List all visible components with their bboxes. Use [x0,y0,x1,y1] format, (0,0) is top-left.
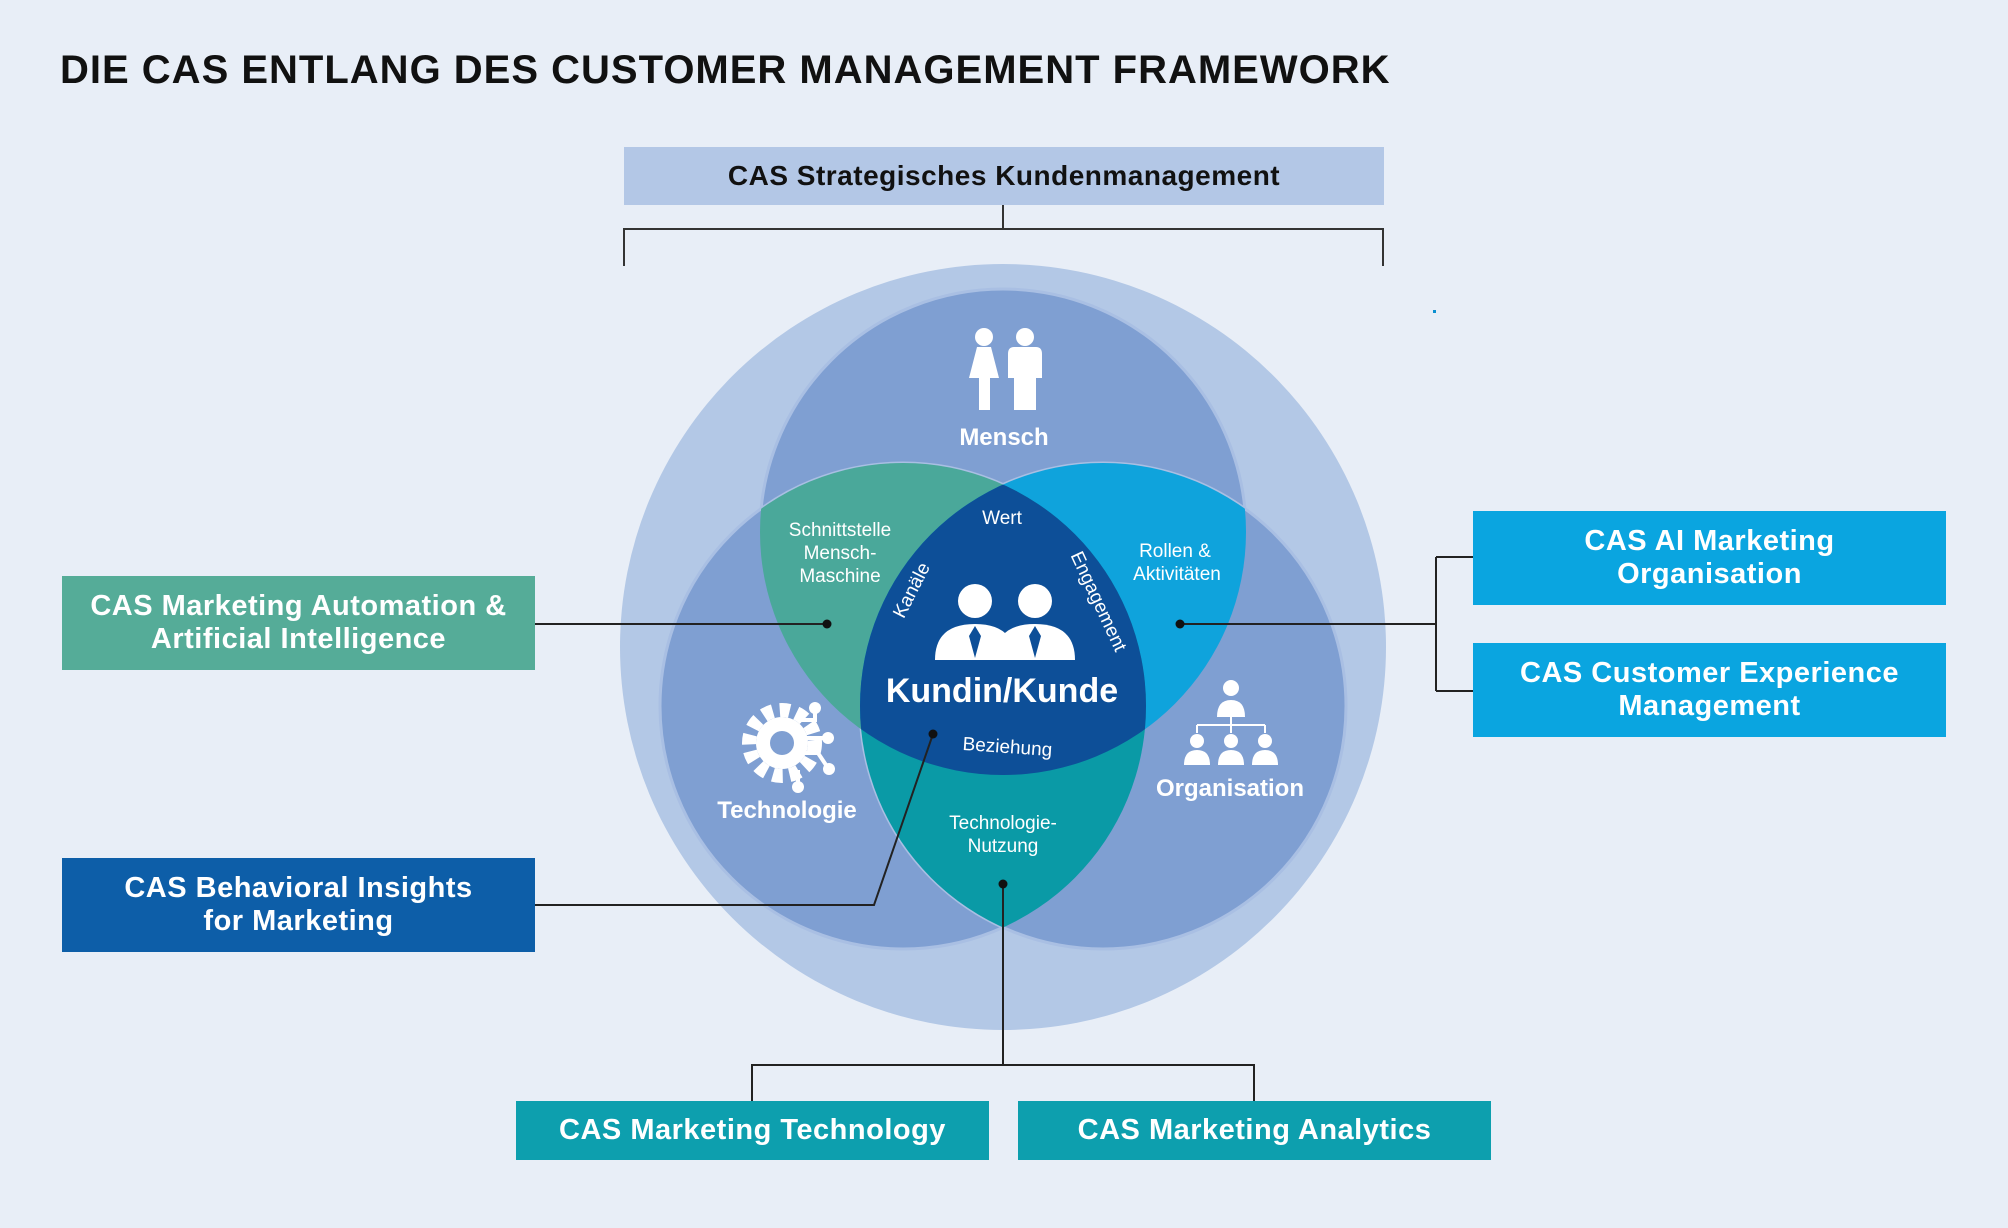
strategic-bracket [623,205,1384,266]
connector-dots [822,619,1185,889]
gear-circuit-icon [742,702,835,793]
label-mensch: Mensch [959,424,1048,451]
marketing-automation-box[interactable]: CAS Marketing Automation & Artificial In… [62,576,535,670]
behavioral-insights-box[interactable]: CAS Behavioral Insights for Marketing [62,858,535,952]
svg-text:Rollen &: Rollen & [1139,541,1211,562]
svg-text:Nutzung: Nutzung [968,836,1039,857]
label-organisation: Organisation [1156,775,1304,802]
svg-text:Maschine: Maschine [799,566,880,587]
marketing-analytics-box[interactable]: CAS Marketing Analytics [1018,1101,1491,1160]
connector-lines [535,556,1473,1101]
customer-experience-box[interactable]: CAS Customer Experience Management [1473,643,1946,737]
org-chart-icon [1184,680,1278,765]
label-schnittstelle: Schnittstelle Mensch- Maschine [789,520,891,587]
label-technologie: Technologie [717,797,857,824]
page-title: DIE CAS ENTLANG DES CUSTOMER MANAGEMENT … [60,48,1391,92]
svg-text:Technologie-: Technologie- [949,813,1057,834]
svg-text:Schnittstelle: Schnittstelle [789,520,891,541]
label-nutzung: Technologie- Nutzung [949,813,1057,857]
label-wert: Wert [982,508,1022,529]
customers-icon [935,584,1075,660]
label-center: Kundin/Kunde [886,672,1118,710]
svg-text:Mensch-: Mensch- [804,543,877,564]
center-overlap [860,463,1146,775]
label-rollen: Rollen & Aktivitäten [1133,541,1221,585]
people-icon [969,328,1042,410]
strategic-kundenmanagement-box[interactable]: CAS Strategisches Kundenmanagement [624,147,1384,205]
dot-marker [1433,310,1436,313]
marketing-technology-box[interactable]: CAS Marketing Technology [516,1101,989,1160]
svg-text:Aktivitäten: Aktivitäten [1133,564,1221,585]
ai-marketing-organisation-box[interactable]: CAS AI Marketing Organisation [1473,511,1946,605]
